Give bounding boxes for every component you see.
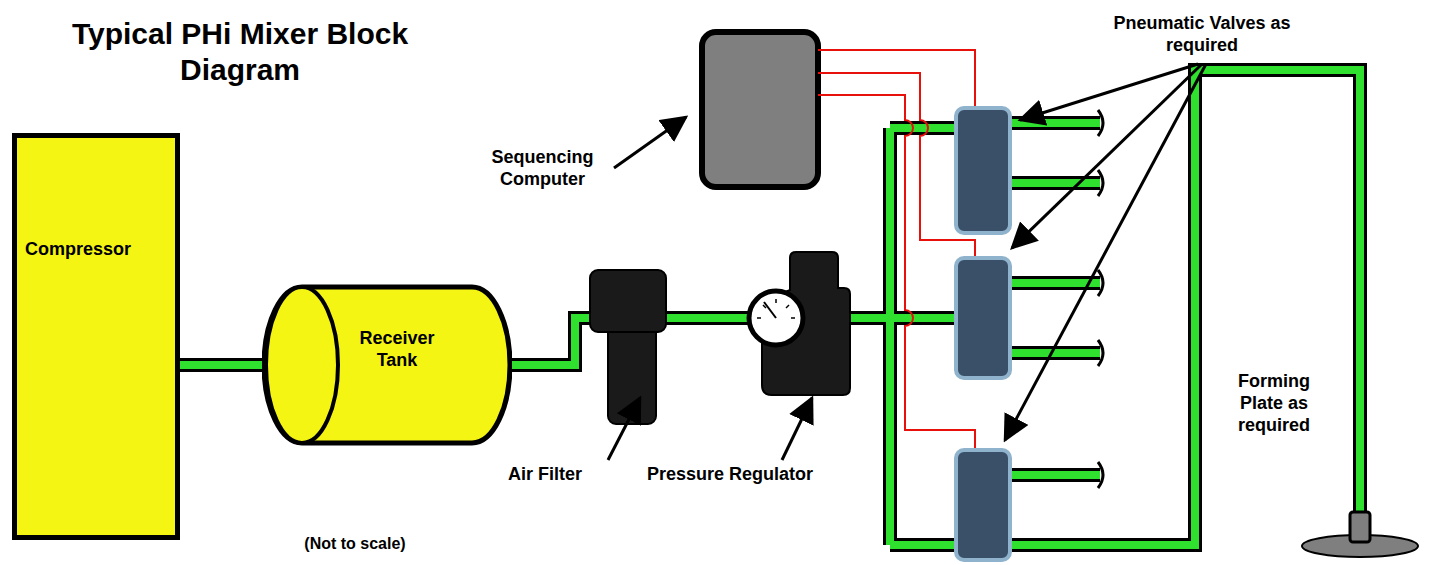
node-label: Receiver Tank <box>342 327 452 371</box>
part-label: Air Filter <box>490 463 600 485</box>
part-label: Forming Plate as required <box>1226 370 1322 436</box>
pneumatic-valve <box>956 108 1010 560</box>
air-pipe <box>180 365 262 366</box>
part-label: Pneumatic Valves as required <box>1112 12 1292 56</box>
part-label: Pressure Regulator <box>630 463 830 485</box>
compressor-box: Compressor <box>12 133 180 540</box>
control-wires <box>818 50 975 450</box>
air-filter <box>590 270 666 424</box>
sequencing-computer <box>702 32 818 187</box>
receiver-tank: Receiver Tank <box>262 283 512 447</box>
note-label: (Not to scale) <box>265 533 445 555</box>
node-label: Compressor <box>25 238 175 260</box>
air-pipes <box>510 70 1360 545</box>
diagram-title: Typical PHi Mixer Block Diagram <box>30 16 450 88</box>
part-label: Sequencing Computer <box>470 146 615 190</box>
forming-plate <box>1302 512 1418 557</box>
pressure-regulator <box>749 252 850 395</box>
leader-arrow <box>608 64 1206 460</box>
